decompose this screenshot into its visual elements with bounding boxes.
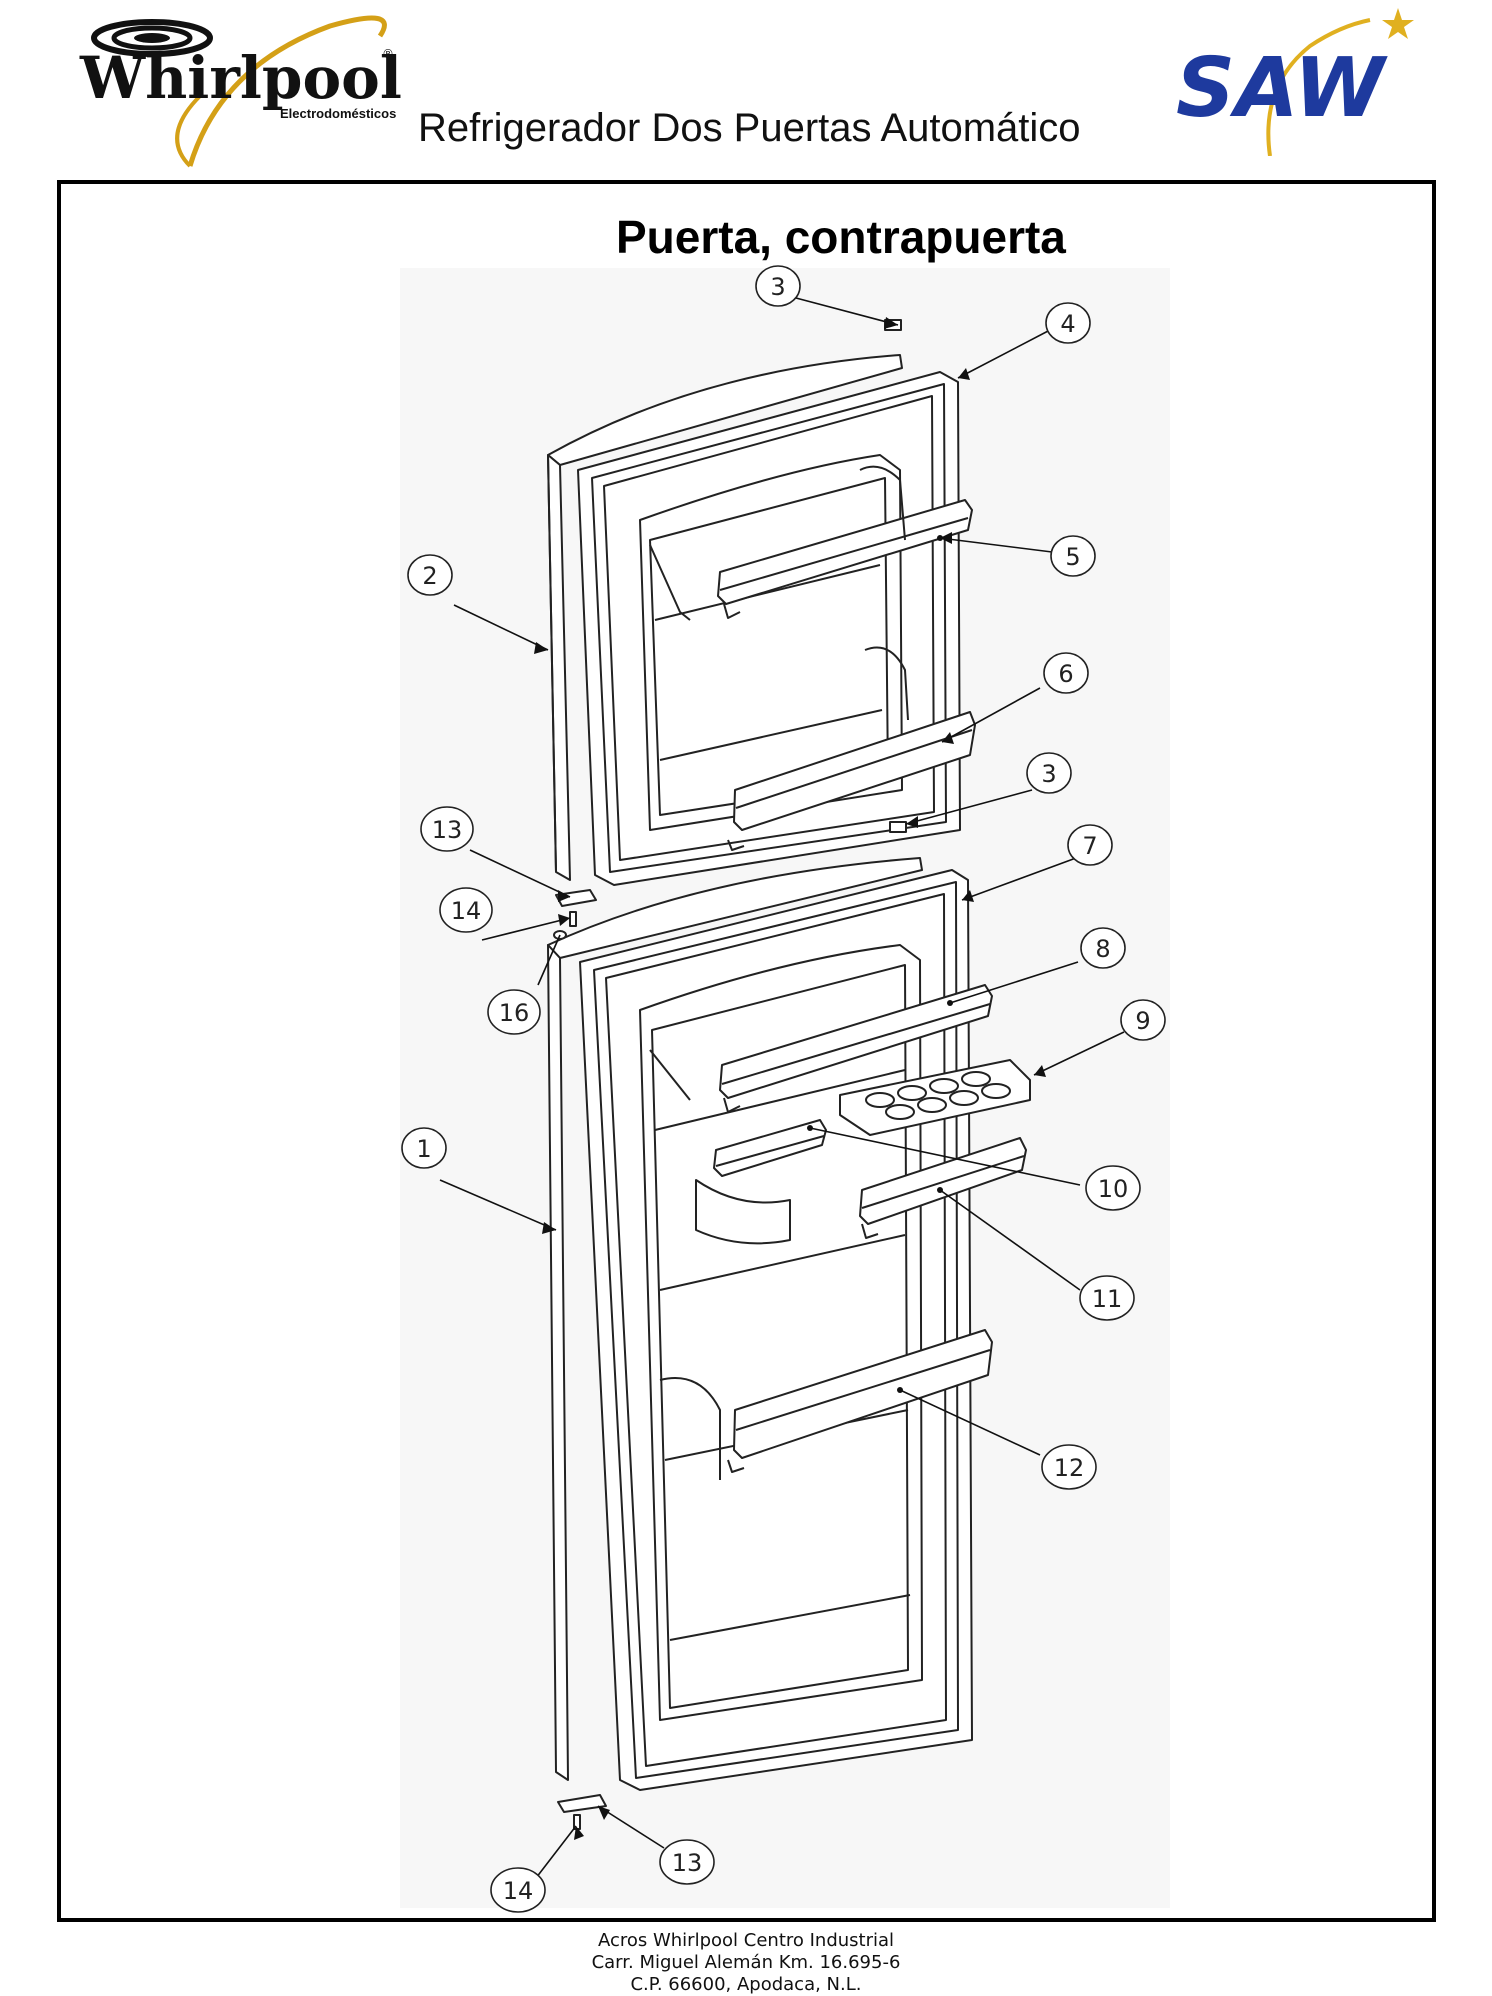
star-icon bbox=[1382, 8, 1414, 39]
fresh-food-door bbox=[547, 821, 1031, 1791]
svg-text:11: 11 bbox=[1092, 1285, 1123, 1313]
callout-13-top: 13 bbox=[420, 806, 474, 852]
footer-address: Acros Whirlpool Centro Industrial Carr. … bbox=[0, 1930, 1492, 1996]
callout-3-top: 3 bbox=[755, 265, 801, 307]
callout-5: 5 bbox=[1050, 535, 1096, 577]
callout-bubbles: 3 4 5 2 6 3 13 7 bbox=[401, 265, 1166, 1913]
callout-2: 2 bbox=[407, 554, 453, 596]
callout-4: 4 bbox=[1045, 302, 1091, 344]
header: Whirlpool ® Electrodomésticos Refrigerad… bbox=[0, 0, 1492, 170]
callout-7: 7 bbox=[1067, 824, 1113, 866]
svg-text:16: 16 bbox=[499, 999, 530, 1027]
leader-lines bbox=[439, 297, 1125, 1879]
svg-text:14: 14 bbox=[503, 1877, 534, 1905]
svg-text:8: 8 bbox=[1095, 935, 1110, 963]
freezer-door bbox=[547, 319, 976, 886]
brand-left-subtext: Electrodomésticos bbox=[280, 106, 396, 121]
callout-14-top: 14 bbox=[439, 887, 493, 933]
svg-text:3: 3 bbox=[1041, 760, 1056, 788]
svg-text:7: 7 bbox=[1082, 832, 1097, 860]
callout-6: 6 bbox=[1043, 652, 1089, 694]
callout-3-mid: 3 bbox=[1026, 752, 1072, 794]
svg-text:4: 4 bbox=[1060, 310, 1075, 338]
saw-logo: SAW bbox=[1176, 8, 1414, 156]
svg-text:9: 9 bbox=[1135, 1007, 1150, 1035]
callout-8: 8 bbox=[1080, 927, 1126, 969]
callout-16: 16 bbox=[487, 989, 541, 1035]
svg-text:13: 13 bbox=[672, 1849, 703, 1877]
svg-text:10: 10 bbox=[1098, 1175, 1129, 1203]
brand-right-text: SAW bbox=[1176, 41, 1388, 136]
section-title: Puerta, contrapuerta bbox=[616, 211, 1066, 263]
footer-line-3: C.P. 66600, Apodaca, N.L. bbox=[630, 1974, 862, 1995]
diagram-frame bbox=[57, 180, 1436, 1922]
svg-text:3: 3 bbox=[770, 273, 785, 301]
svg-text:13: 13 bbox=[432, 816, 463, 844]
svg-text:12: 12 bbox=[1054, 1454, 1085, 1482]
svg-text:5: 5 bbox=[1065, 543, 1080, 571]
footer-line-1: Acros Whirlpool Centro Industrial bbox=[597, 1930, 895, 1951]
whirlpool-logo: Whirlpool ® Electrodomésticos bbox=[79, 15, 402, 168]
brand-left-text: Whirlpool bbox=[79, 44, 402, 112]
callout-12: 12 bbox=[1041, 1444, 1097, 1490]
callout-1: 1 bbox=[401, 1127, 447, 1169]
svg-text:6: 6 bbox=[1058, 660, 1073, 688]
footer-line-2: Carr. Miguel Alemán Km. 16.695-6 bbox=[591, 1952, 901, 1973]
document-title: Refrigerador Dos Puertas Automático bbox=[418, 106, 1081, 150]
callout-13-bottom: 13 bbox=[659, 1839, 715, 1885]
callout-14-bottom: 14 bbox=[490, 1867, 546, 1913]
svg-text:14: 14 bbox=[451, 897, 482, 925]
callout-9: 9 bbox=[1120, 999, 1166, 1041]
svg-text:1: 1 bbox=[416, 1135, 431, 1163]
callout-11: 11 bbox=[1079, 1275, 1135, 1321]
callout-10: 10 bbox=[1085, 1165, 1141, 1211]
svg-text:2: 2 bbox=[422, 562, 437, 590]
svg-text:®: ® bbox=[382, 47, 394, 61]
hinge-parts bbox=[553, 889, 607, 1830]
